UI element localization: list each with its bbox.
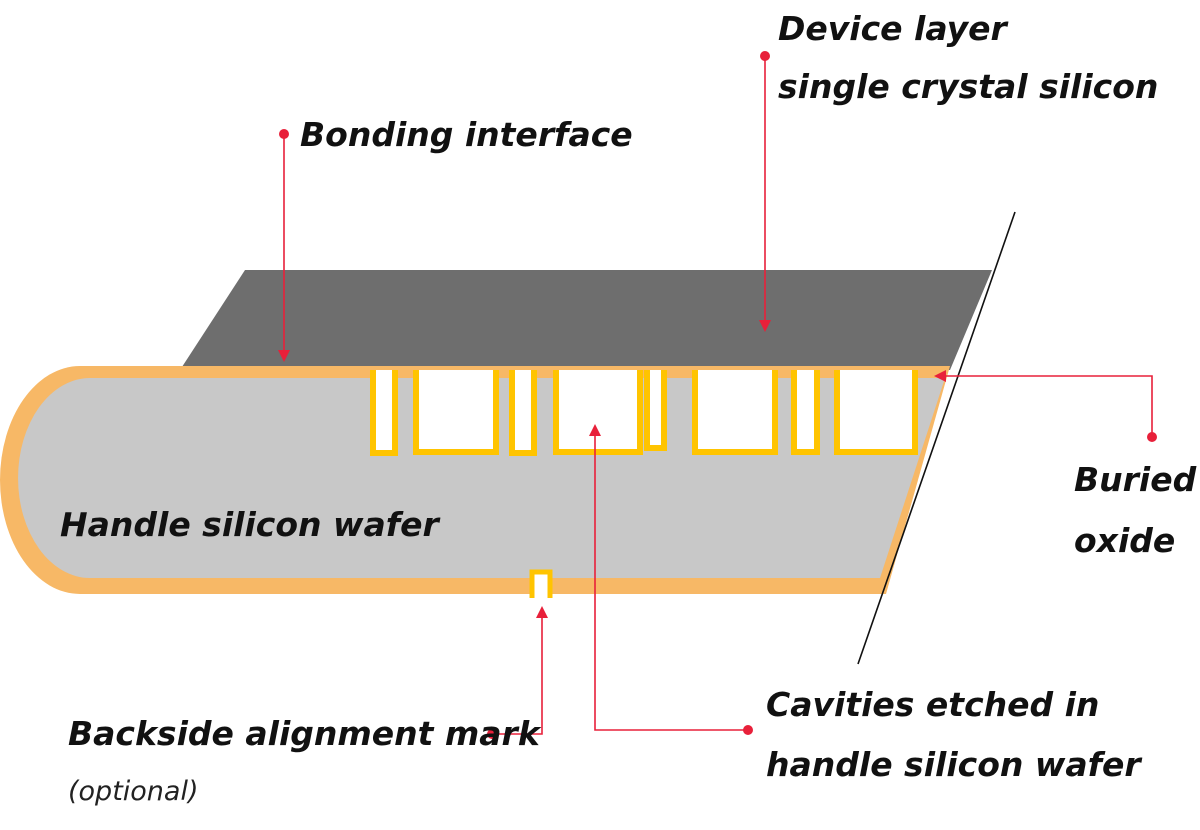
label-buried-oxide-1: Buried — [1074, 460, 1197, 499]
leader-backside-mark — [487, 606, 548, 739]
cavities-group — [370, 370, 918, 456]
cavity — [509, 370, 537, 456]
label-backside-optional: (optional) — [68, 776, 199, 807]
label-bonding-interface: Bonding interface — [300, 115, 633, 154]
cut-line — [857, 211, 1016, 665]
label-device-layer: Device layer — [778, 9, 1008, 48]
leader-cavities — [589, 424, 753, 735]
label-handle-wafer: Handle silicon wafer — [60, 505, 440, 544]
label-cavities-2: handle silicon wafer — [766, 745, 1142, 784]
label-cavities-1: Cavities etched in — [766, 685, 1099, 724]
device-layer — [180, 270, 992, 370]
cavity — [791, 370, 820, 455]
leader-bonding-interface — [278, 129, 290, 362]
cavity — [692, 370, 778, 455]
backside-alignment-mark — [529, 569, 553, 598]
cavity — [644, 370, 667, 451]
cavity — [370, 370, 398, 456]
cavity — [413, 370, 499, 455]
leader-buried-oxide — [934, 370, 1157, 442]
cavity — [834, 370, 918, 455]
label-backside-mark: Backside alignment mark — [68, 714, 542, 753]
leader-device-layer — [759, 51, 771, 332]
label-buried-oxide-2: oxide — [1074, 521, 1175, 560]
cavity — [553, 370, 643, 455]
label-device-layer-sub: single crystal silicon — [778, 67, 1158, 106]
